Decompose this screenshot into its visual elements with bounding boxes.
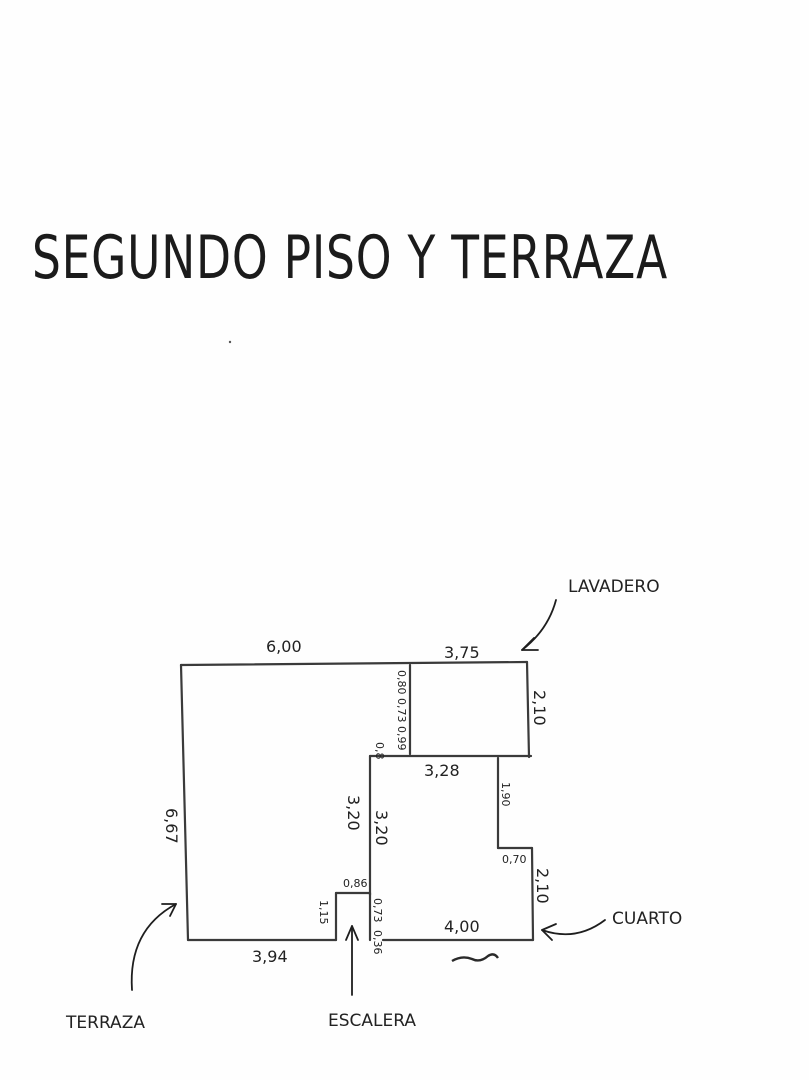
dim-step-small: 0,70 — [502, 853, 527, 866]
arrow-terraza — [130, 903, 177, 991]
dim-stair-mid: 0,73 — [371, 898, 384, 923]
wall-top — [179, 660, 529, 667]
label-lavadero: LAVADERO — [568, 577, 660, 597]
dim-top-right: 3,75 — [444, 643, 480, 662]
label-escalera: ESCALERA — [328, 1011, 416, 1031]
dim-stair-side: 1,15 — [317, 900, 330, 925]
dim-stair-bottom: 0,36 — [371, 930, 384, 955]
dim-inner-left-b: 3,20 — [372, 810, 391, 846]
dim-mid-horizontal: 3,28 — [424, 761, 460, 780]
walls — [179, 660, 535, 942]
arrow-escalera — [345, 925, 359, 996]
dim-right-lower: 2,10 — [533, 868, 552, 904]
paper-dot — [228, 340, 232, 344]
wall-right-lower — [530, 846, 535, 942]
dim-bottom-left: 3,94 — [252, 947, 288, 966]
wall-lavadero-right — [525, 660, 531, 759]
arrow-cuarto — [541, 919, 606, 941]
label-terraza: TERRAZA — [65, 1013, 145, 1033]
dim-lavadero-side: 2,10 — [530, 690, 549, 726]
dim-bottom-right: 4,00 — [444, 917, 480, 936]
arrow-lavadero — [521, 599, 557, 651]
dim-lavadero-inner-small: 0,8 — [373, 742, 386, 760]
scribble-mark — [451, 953, 499, 963]
dim-lavadero-inner: 0,80 0,73 0,99 — [395, 670, 408, 750]
dim-right-step: 1,90 — [499, 782, 512, 807]
dim-left-outer: 6,67 — [162, 808, 181, 844]
plan-title: SEGUNDO PISO Y TERRAZA — [32, 223, 668, 293]
wall-left-outer — [179, 663, 190, 942]
label-cuarto: CUARTO — [612, 909, 682, 929]
dim-top-left: 6,00 — [266, 637, 302, 656]
dim-stair-width: 0,86 — [343, 877, 368, 890]
dim-inner-left-a: 3,20 — [344, 795, 363, 831]
